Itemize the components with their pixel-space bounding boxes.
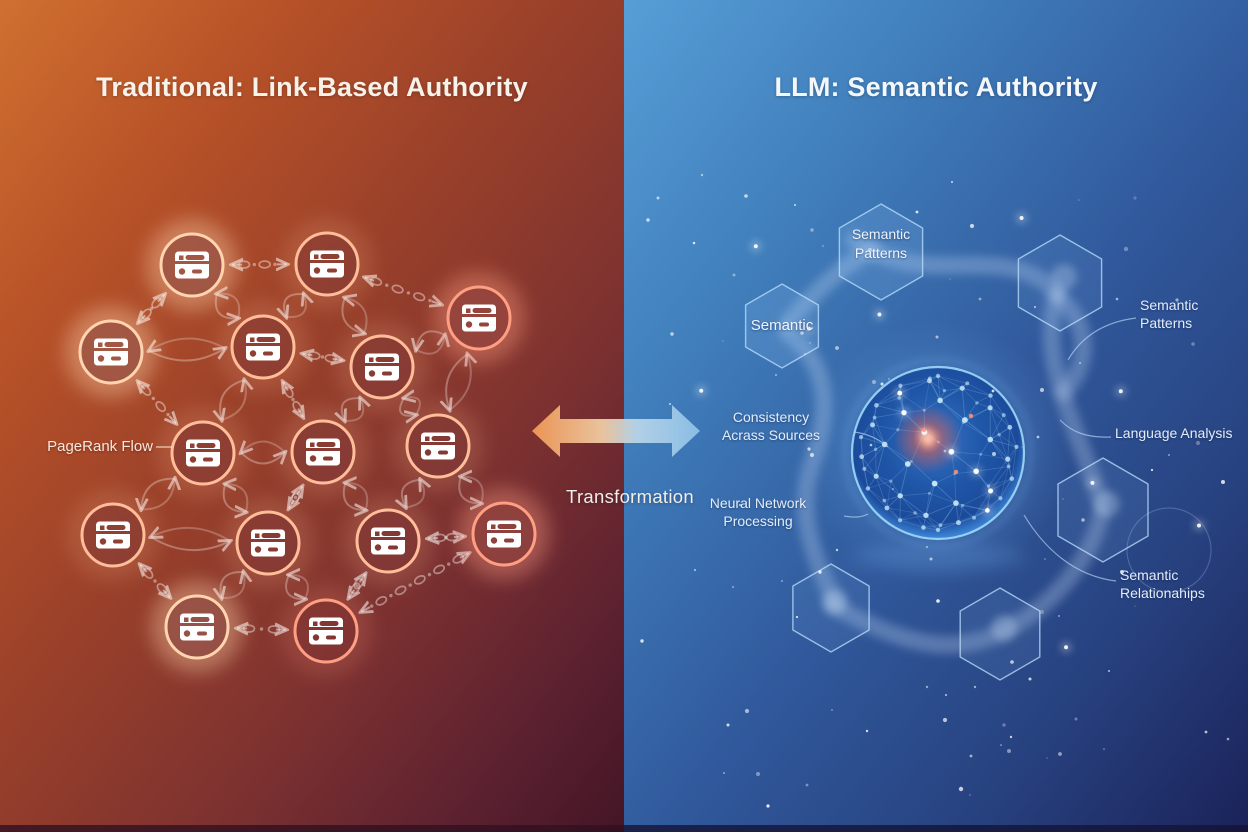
bottom-edge-shadow bbox=[0, 825, 1248, 832]
website-card-icon bbox=[371, 527, 405, 555]
website-node bbox=[336, 321, 428, 413]
website-card-icon bbox=[246, 333, 280, 361]
website-node bbox=[217, 301, 309, 393]
website-card-icon bbox=[180, 613, 214, 641]
double-headed-arrow-icon bbox=[532, 405, 700, 457]
neural-sphere-icon bbox=[843, 358, 1033, 571]
website-card-icon bbox=[462, 304, 496, 332]
website-node bbox=[65, 306, 157, 398]
llm-panel: LLM: Semantic Authority Semantic Pattern… bbox=[624, 0, 1248, 832]
hexagon-label-semantic-patterns: Semantic Patterns bbox=[851, 226, 911, 261]
website-card-icon bbox=[96, 521, 130, 549]
callout-semantic-relationships: Semantic Relationahips bbox=[1120, 567, 1205, 602]
website-card-icon bbox=[306, 438, 340, 466]
callout-connector-lines bbox=[843, 317, 1137, 582]
website-card-icon bbox=[175, 251, 209, 279]
website-node bbox=[146, 219, 238, 311]
website-node bbox=[151, 581, 243, 673]
left-panel-title: Traditional: Link-Based Authority bbox=[96, 72, 528, 102]
hexagon-icon bbox=[744, 283, 820, 369]
callout-consistency-across-sources: Consistency Acrass Sources bbox=[721, 409, 821, 444]
website-nodes bbox=[65, 218, 550, 677]
website-node bbox=[157, 407, 249, 499]
website-node bbox=[458, 488, 550, 580]
hexagon-icon bbox=[838, 203, 924, 301]
website-node bbox=[342, 495, 434, 587]
traditional-panel: Traditional: Link-Based Authority PageRa… bbox=[0, 0, 624, 832]
website-node bbox=[67, 489, 159, 581]
website-card-icon bbox=[421, 432, 455, 460]
website-card-icon bbox=[309, 617, 343, 645]
hexagon-cells bbox=[744, 203, 1149, 681]
website-node bbox=[222, 497, 314, 589]
website-card-icon bbox=[487, 520, 521, 548]
website-node bbox=[280, 585, 372, 677]
website-node bbox=[281, 218, 373, 310]
transformation-label: Transformation bbox=[566, 486, 694, 507]
website-card-icon bbox=[365, 353, 399, 381]
website-node bbox=[277, 406, 369, 498]
website-card-icon bbox=[310, 250, 344, 278]
semantic-network-graphic bbox=[640, 173, 1230, 808]
right-panel-title: LLM: Semantic Authority bbox=[774, 72, 1098, 102]
callout-semantic-patterns: Semantic Patterns bbox=[1140, 297, 1199, 332]
link-network-graphic bbox=[65, 218, 550, 677]
hexagon-label-semantic: Semantic bbox=[750, 317, 814, 334]
website-card-icon bbox=[186, 439, 220, 467]
website-node bbox=[433, 272, 525, 364]
callout-neural-network-processing: Neural Network Processing bbox=[709, 495, 807, 530]
website-card-icon bbox=[251, 529, 285, 557]
website-card-icon bbox=[94, 338, 128, 366]
callout-language-analysis: Language Analysis bbox=[1115, 425, 1233, 441]
sparkle-dots bbox=[640, 173, 1230, 808]
pagerank-flow-label: PageRank Flow bbox=[47, 438, 153, 455]
website-node bbox=[392, 400, 484, 492]
